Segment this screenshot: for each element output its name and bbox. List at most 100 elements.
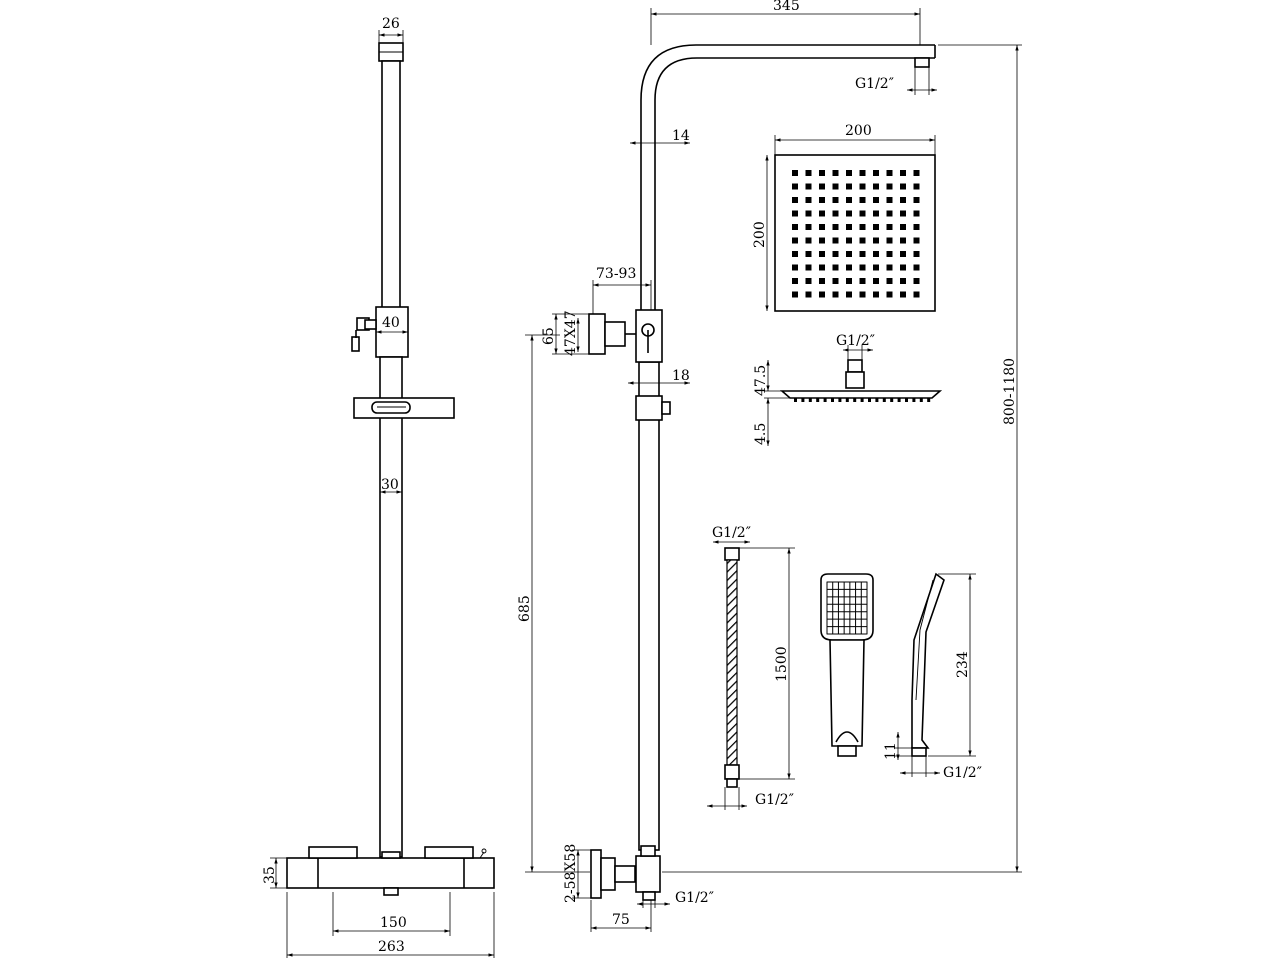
nozzle — [846, 183, 852, 190]
dim-18: 18 — [672, 368, 690, 384]
nozzle — [886, 183, 893, 190]
nozzle — [886, 264, 893, 271]
g12-head: G1/2″ — [836, 333, 875, 349]
nozzle — [886, 278, 893, 284]
nozzle — [873, 264, 879, 271]
nozzle — [819, 224, 825, 230]
nozzle — [792, 224, 798, 230]
side-riser-arm — [640, 44, 935, 312]
nozzle — [873, 237, 879, 244]
shower-head-nozzle-grid — [792, 170, 920, 298]
dim-11: 11 — [883, 742, 899, 760]
nozzle — [823, 398, 827, 402]
nozzle — [832, 183, 839, 190]
nozzle — [819, 251, 825, 257]
nozzle — [846, 278, 852, 284]
nozzle — [819, 264, 825, 271]
nozzle — [846, 224, 852, 230]
nozzle — [859, 264, 866, 271]
shower-head-top-view: 200 200 — [752, 123, 936, 312]
nozzle — [859, 237, 866, 244]
nozzle — [900, 170, 906, 176]
nozzle — [853, 398, 857, 402]
nozzle — [792, 264, 798, 271]
nozzle — [919, 398, 923, 402]
nozzle — [859, 170, 866, 176]
nozzle — [886, 251, 893, 257]
nozzle — [838, 398, 842, 402]
nozzle — [913, 251, 920, 257]
nozzle — [808, 398, 812, 402]
nozzle — [832, 291, 839, 298]
nozzle — [846, 264, 852, 271]
nozzle — [913, 210, 920, 217]
nozzle — [873, 197, 879, 203]
nozzle — [912, 398, 916, 402]
dim-345: 345 — [773, 0, 800, 14]
dim-800-1180: 800-1180 — [1002, 358, 1018, 425]
nozzle — [900, 251, 906, 257]
nozzle — [886, 210, 893, 217]
dim-200-height: 200 — [752, 221, 768, 248]
front-upper-riser — [381, 60, 401, 310]
nozzle — [859, 224, 866, 230]
nozzle — [819, 237, 825, 244]
dim-30: 30 — [381, 477, 399, 493]
dim-73-93: 73-93 — [596, 266, 636, 282]
nozzle — [792, 291, 798, 298]
side-valve-body — [590, 849, 602, 899]
nozzle — [913, 264, 920, 271]
nozzle — [859, 291, 866, 298]
nozzle — [792, 237, 798, 244]
nozzle — [859, 278, 866, 284]
nozzle — [794, 398, 797, 402]
nozzle — [832, 197, 839, 203]
nozzle — [913, 224, 920, 230]
nozzle — [832, 237, 839, 244]
nozzle — [900, 183, 906, 190]
dim-234: 234 — [955, 651, 971, 678]
nozzle — [900, 264, 906, 271]
nozzle — [805, 183, 812, 190]
nozzle — [792, 170, 798, 176]
dim-40: 40 — [382, 315, 400, 331]
nozzle — [913, 197, 920, 203]
dim-47-5: 47.5 — [753, 365, 769, 396]
nozzle — [819, 278, 825, 284]
nozzle — [886, 197, 893, 203]
nozzle — [792, 197, 798, 203]
nozzle — [913, 183, 920, 190]
nozzle — [927, 398, 931, 402]
nozzle — [846, 210, 852, 217]
front-lower-riser — [379, 356, 403, 858]
nozzle — [897, 398, 901, 402]
nozzle — [873, 170, 879, 176]
nozzle — [913, 170, 920, 176]
dim-4-5: 4.5 — [753, 423, 769, 445]
nozzle — [792, 251, 798, 257]
dim-685: 685 — [517, 595, 533, 622]
nozzle — [805, 197, 812, 203]
dim-75: 75 — [612, 912, 630, 928]
nozzle — [819, 291, 825, 298]
hand-shower-front — [820, 573, 874, 757]
hand-shower-side: 234 11 G1/2″ — [883, 572, 982, 781]
dim-35: 35 — [262, 866, 278, 884]
nozzle — [846, 197, 852, 203]
g12-valve: G1/2″ — [675, 890, 714, 906]
nozzle — [805, 251, 812, 257]
nozzle — [913, 237, 920, 244]
nozzle — [801, 398, 805, 402]
hand-shower-nozzle-grid — [826, 581, 868, 635]
g12-handset: G1/2″ — [943, 765, 982, 781]
dim-2-58x58: 2-58X58 — [563, 844, 579, 903]
nozzle — [819, 210, 825, 217]
nozzle — [875, 398, 879, 402]
nozzle — [913, 291, 920, 298]
nozzle — [900, 237, 906, 244]
g12-arm: G1/2″ — [855, 76, 894, 92]
nozzle — [819, 183, 825, 190]
nozzle — [832, 251, 839, 257]
nozzle — [805, 170, 812, 176]
